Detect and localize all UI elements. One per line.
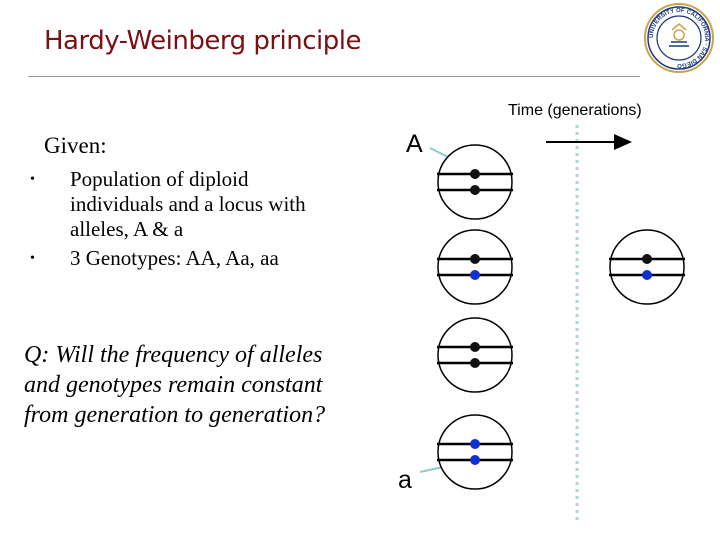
individual-Aa-2 — [437, 230, 513, 304]
allele-A-dot — [642, 254, 652, 264]
allele-A-dot — [470, 169, 480, 179]
allele-A-dot — [470, 342, 480, 352]
cell-outline — [438, 230, 512, 304]
individual-AA-1 — [437, 145, 513, 219]
allele-A-dot — [470, 254, 480, 264]
cell-outline — [438, 415, 512, 489]
allele-a-dot — [470, 439, 480, 449]
individual-aa-4 — [437, 415, 513, 489]
allele-a-dot — [470, 455, 480, 465]
individual-AA-3 — [437, 318, 513, 392]
cell-outline — [438, 145, 512, 219]
allele-a-dot — [470, 270, 480, 280]
individual-Aa-5 — [609, 230, 685, 304]
cell-outline — [610, 230, 684, 304]
cell-outline — [438, 318, 512, 392]
allele-A-dot — [470, 185, 480, 195]
allele-a-dot — [642, 270, 652, 280]
allele-A-dot — [470, 358, 480, 368]
